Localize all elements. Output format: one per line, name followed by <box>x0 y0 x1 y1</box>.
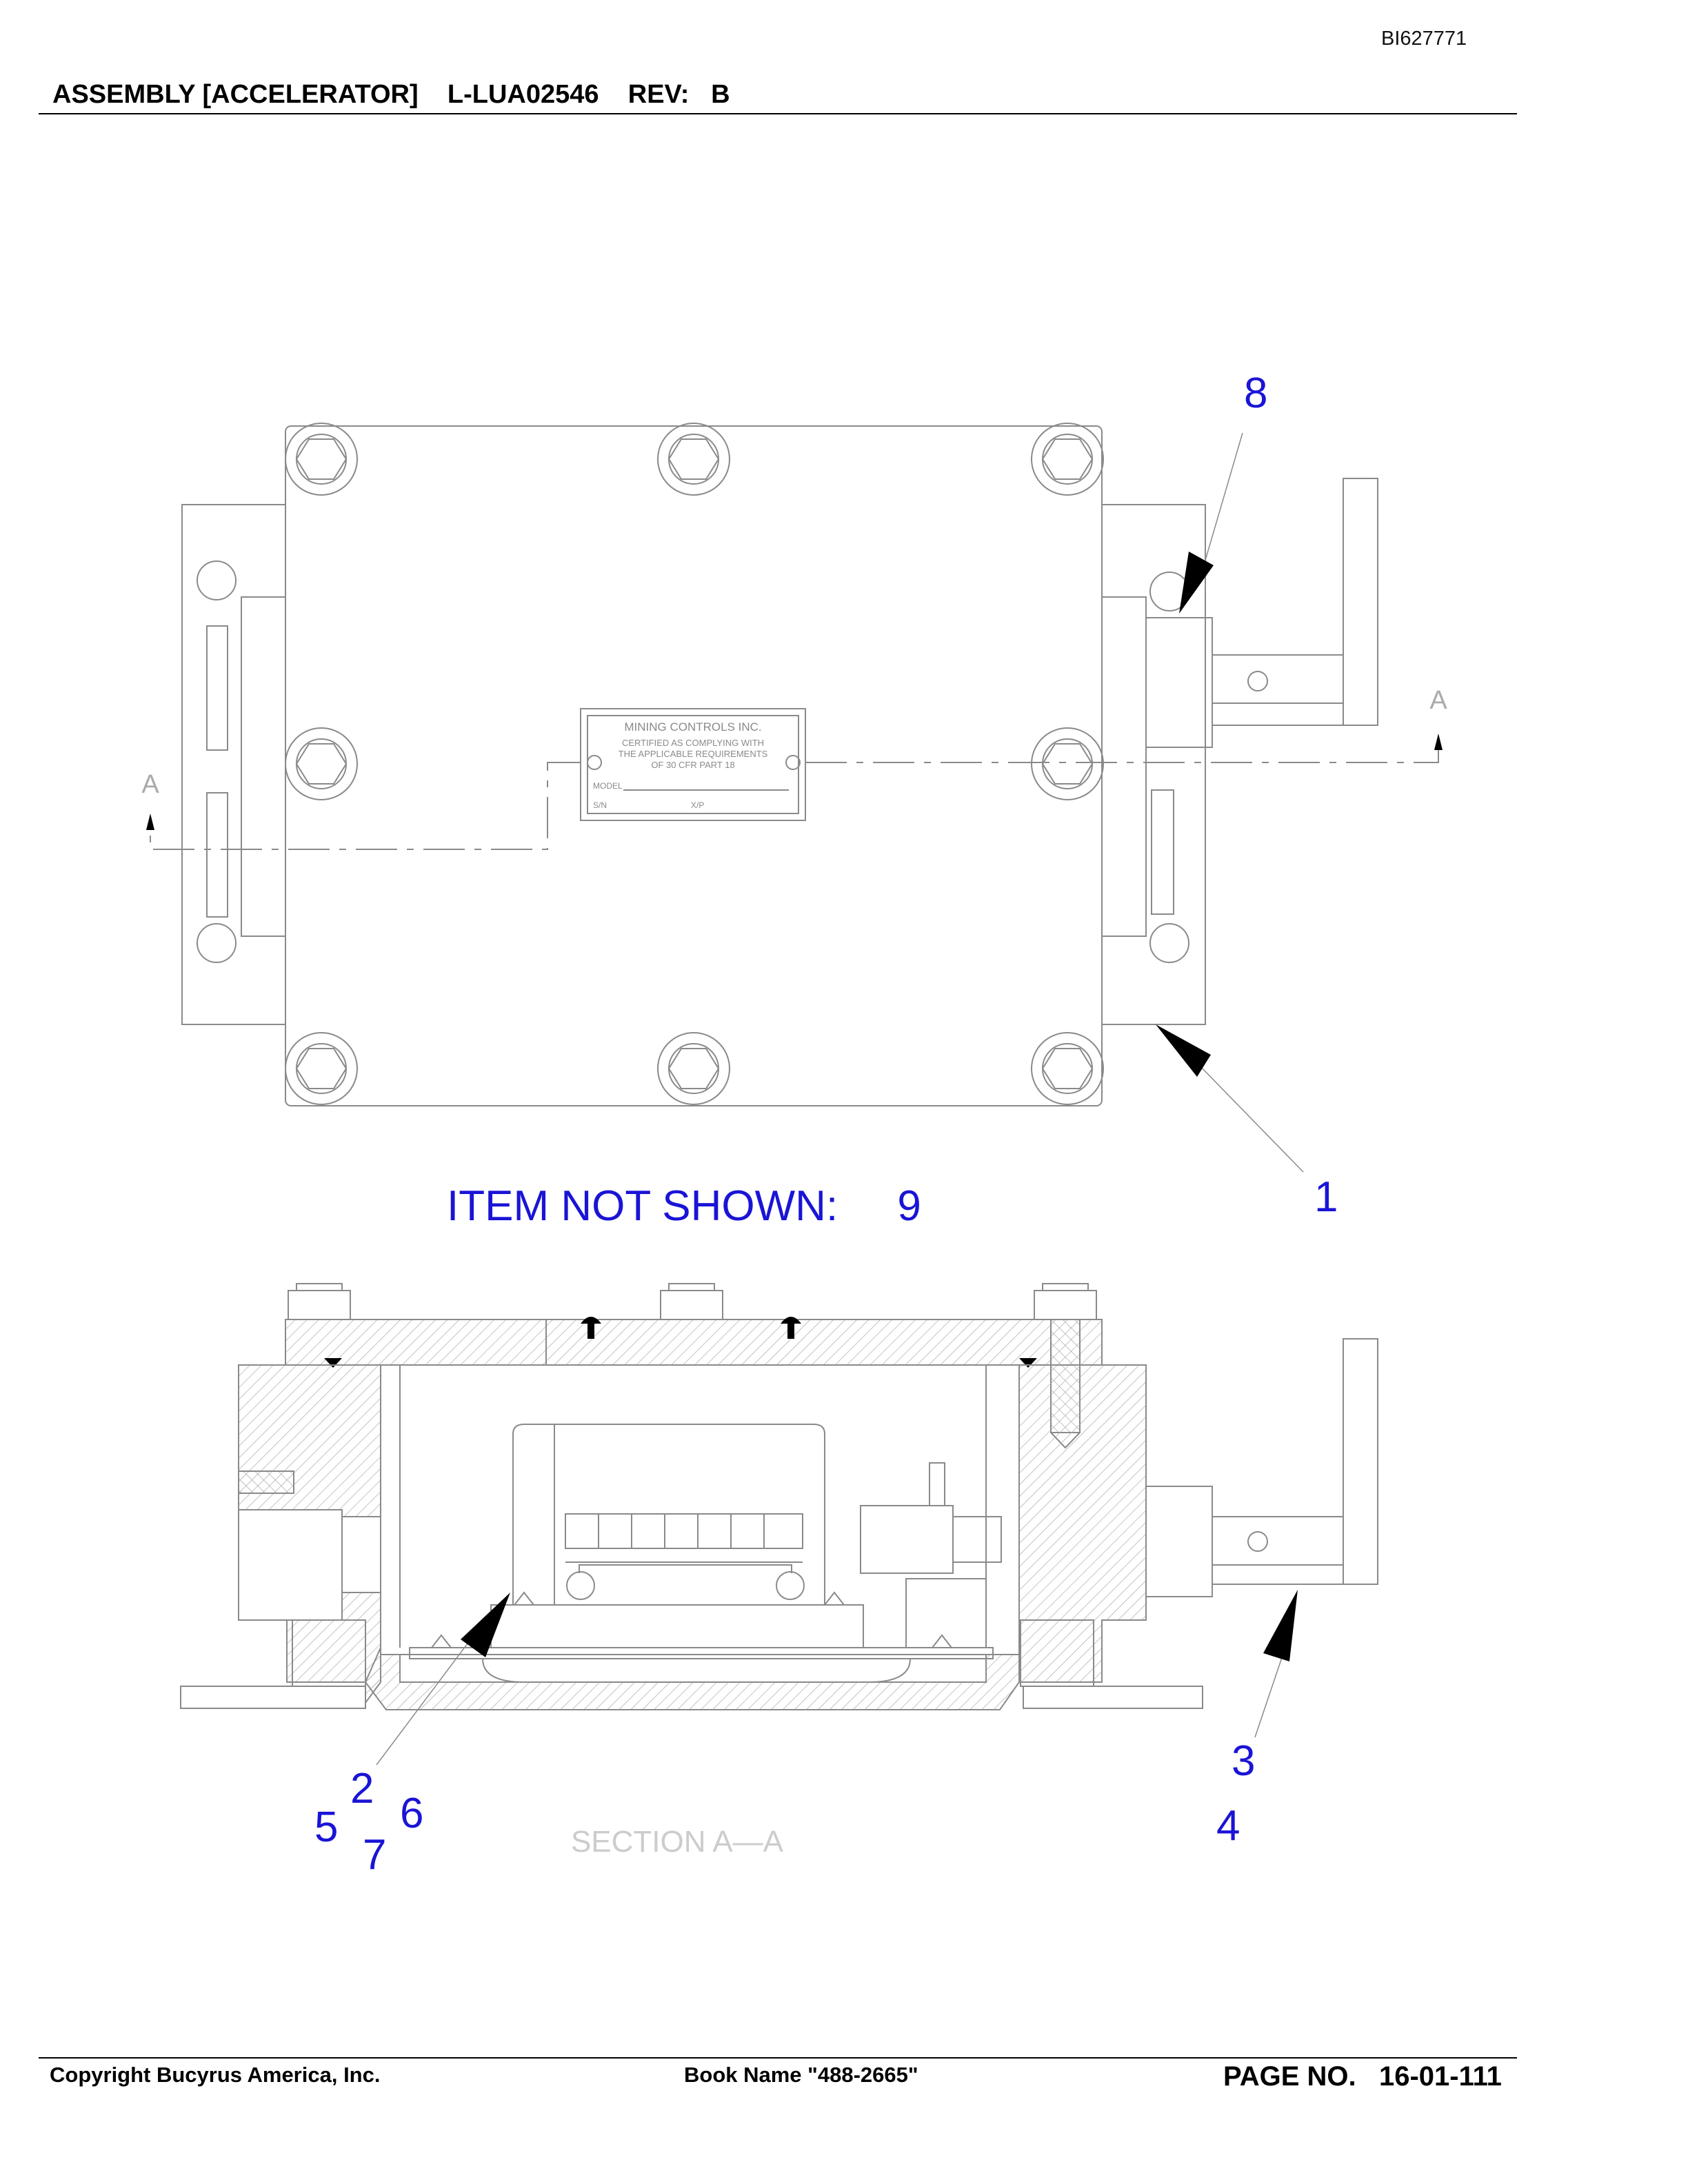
assembly-title: ASSEMBLY [ACCELERATOR] <box>52 80 419 109</box>
cover-bolts <box>285 423 1104 1105</box>
callout-2: 2 <box>350 1765 374 1812</box>
section-title: SECTION A—A <box>571 1825 784 1859</box>
callout-1: 1 <box>1314 1173 1338 1221</box>
nameplate-sn: S/N <box>593 800 607 810</box>
section-mark-left: A <box>141 770 159 799</box>
nameplate-line3: OF 30 CFR PART 18 <box>651 760 734 770</box>
callout-7: 7 <box>363 1831 387 1879</box>
rev-value: B <box>711 80 730 109</box>
nameplate-model: MODEL <box>593 781 623 791</box>
rev-label: REV: <box>627 80 690 109</box>
nameplate-line2: THE APPLICABLE REQUIREMENTS <box>619 749 768 759</box>
callout-4: 4 <box>1216 1802 1240 1850</box>
callout-5: 5 <box>314 1803 339 1851</box>
section-view <box>180 1283 1378 1710</box>
callout-8: 8 <box>1244 370 1268 417</box>
leader-arrowheads <box>461 552 1298 1661</box>
nameplate-line1: CERTIFIED AS COMPLYING WITH <box>622 738 764 748</box>
footer-page-number: PAGE NO. 16-01-111 <box>1223 2061 1502 2092</box>
page-header: ASSEMBLY [ACCELERATOR] L-LUA02546 REV: B <box>52 80 730 110</box>
leader-lines <box>376 432 1304 1766</box>
section-arrows <box>146 734 1443 830</box>
part-number: L-LUA02546 <box>447 80 599 109</box>
nameplate-xp: X/P <box>691 800 704 810</box>
callout-3: 3 <box>1232 1737 1256 1785</box>
footer-book-name: Book Name "488-2665" <box>684 2063 918 2087</box>
not-shown-item: 9 <box>897 1182 921 1230</box>
footer-copyright: Copyright Bucyrus America, Inc. <box>50 2063 381 2087</box>
callout-6: 6 <box>400 1790 424 1837</box>
page-label: PAGE NO. <box>1223 2061 1356 2092</box>
page-value: 16-01-111 <box>1378 2061 1502 2092</box>
not-shown-label: ITEM NOT SHOWN: <box>447 1182 838 1230</box>
document-id: BI627771 <box>1381 28 1467 50</box>
nameplate-maker: MINING CONTROLS INC. <box>624 720 761 734</box>
nameplate-text: MINING CONTROLS INC. CERTIFIED AS COMPLY… <box>593 720 768 810</box>
footer-rule <box>39 2057 1517 2059</box>
top-view <box>150 423 1439 1106</box>
header-rule <box>39 113 1517 114</box>
section-mark-right: A <box>1429 686 1447 715</box>
item-not-shown: ITEM NOT SHOWN: 9 <box>447 1182 921 1231</box>
